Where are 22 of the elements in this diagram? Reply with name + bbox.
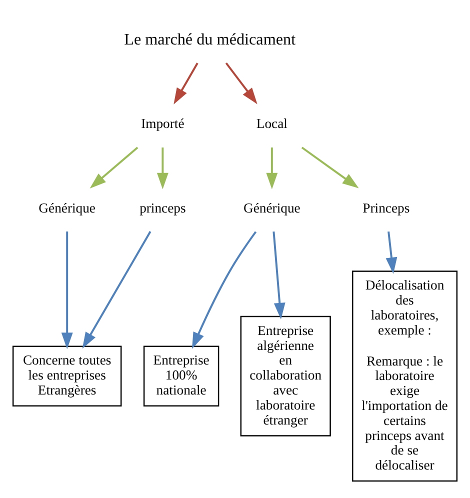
node-box: Entreprise 100% nationale — [143, 345, 220, 406]
arrow — [192, 230, 257, 348]
arrow — [174, 62, 198, 104]
node-text: princeps — [140, 200, 186, 216]
arrow — [272, 230, 286, 319]
node-text: Princeps — [362, 200, 410, 216]
node-text: Générique — [38, 200, 96, 216]
arrow — [61, 231, 73, 349]
node-text: Local — [256, 116, 288, 131]
node-text: Générique — [244, 200, 300, 216]
node-box: Concerne toutes les entreprises Etrangères — [12, 345, 122, 406]
arrow — [82, 230, 152, 348]
node-box: Délocalisation des laboratoires, exemple : Remarque : le laboratoire exige l'importation de certains princeps avant de se délocaliser — [352, 270, 458, 482]
arrow — [156, 147, 168, 189]
arrow — [90, 146, 138, 188]
node-box: Entreprise algérienne en collaboration avec laboratoire étranger — [240, 315, 331, 436]
arrow — [301, 146, 359, 188]
arrow — [225, 62, 258, 104]
arrow — [386, 230, 398, 274]
arrow — [266, 147, 278, 189]
node-text: Importé — [141, 116, 184, 131]
node-text: Le marché du médicament — [124, 31, 296, 48]
